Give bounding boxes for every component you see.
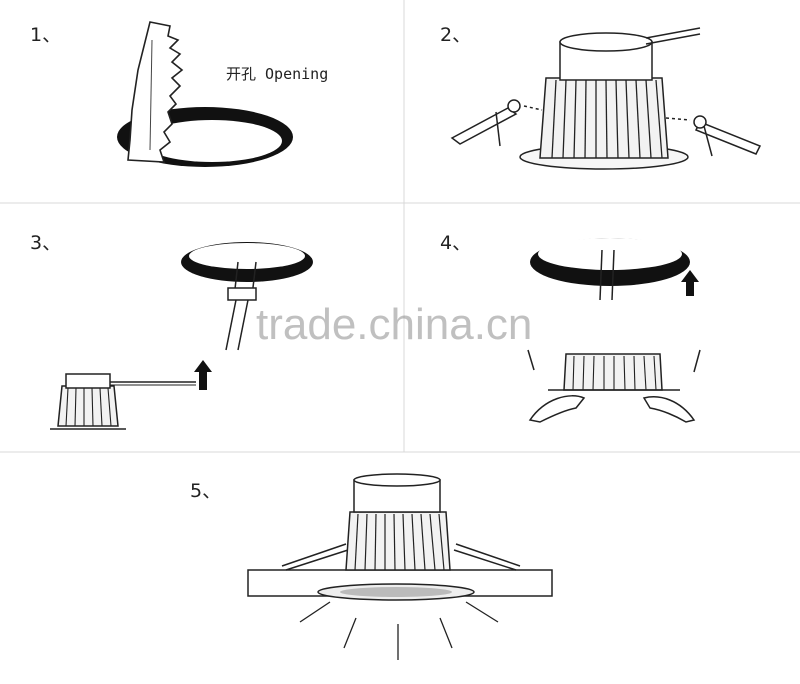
spring-left-5 <box>281 543 347 567</box>
right-spring-clip <box>694 121 762 155</box>
step-4-label: 4、 <box>440 232 472 254</box>
small-lamp-cap <box>65 373 111 389</box>
watermark-text: trade.china.cn <box>256 300 533 349</box>
light-rays <box>299 601 499 660</box>
step-1-label: 1、 <box>30 24 62 46</box>
step-5-label: 5、 <box>190 480 222 502</box>
left-spring-clip <box>450 107 518 145</box>
step5-illustration <box>247 473 553 660</box>
saw-blade-icon <box>127 21 184 163</box>
left-hand <box>528 395 586 423</box>
panel-dividers <box>0 0 800 453</box>
step1-illustration <box>117 21 293 167</box>
step4-illustration <box>527 238 701 423</box>
right-hand <box>642 396 696 423</box>
arrow-up-icon <box>194 360 212 390</box>
arrow-up-icon-4 <box>681 270 699 296</box>
step3-illustration <box>50 242 313 430</box>
step-2-label: 2、 <box>440 24 472 46</box>
step-3-label: 3、 <box>30 232 62 254</box>
step2-illustration <box>450 27 762 170</box>
step-1-caption: 开孔 Opening <box>226 65 329 83</box>
terminal-block <box>227 287 257 301</box>
spring-right-5 <box>455 543 521 567</box>
lamp-wire <box>645 27 701 39</box>
ceiling-hole <box>142 120 282 162</box>
lamp-heatsink-4 <box>563 353 663 391</box>
